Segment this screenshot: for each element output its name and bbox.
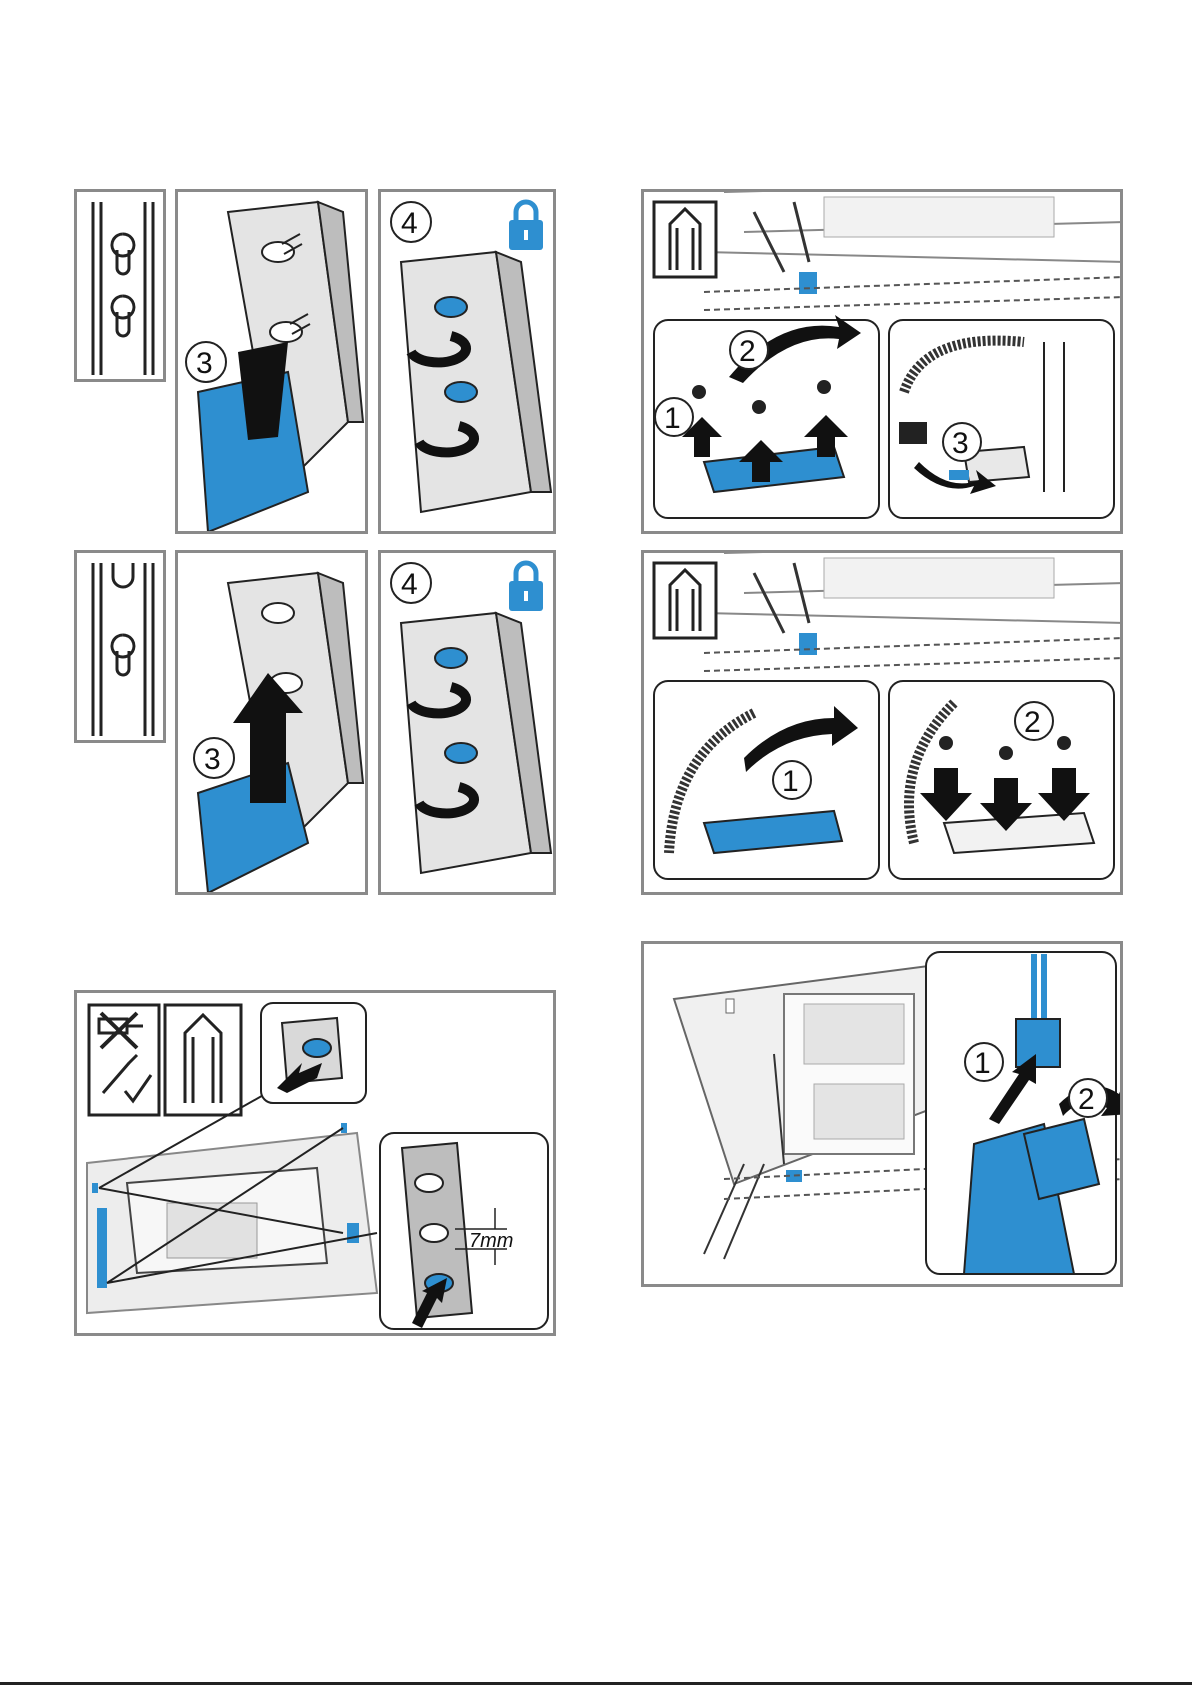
step-4-badge: 4	[401, 568, 418, 601]
bracket-slide-down-illustration: 3	[178, 192, 368, 534]
keyhole-rail-icon-panel	[74, 189, 166, 382]
lock-icon	[509, 563, 543, 611]
slot-rail-icon	[77, 553, 166, 743]
attach-cover-illustration: 1 2	[644, 553, 1123, 895]
bracket-lock-illustration: 4	[381, 553, 556, 895]
step-4-badge: 4	[401, 207, 418, 240]
attach-cover-panel: 1 2	[641, 550, 1123, 895]
step-3-badge: 3	[204, 743, 221, 776]
step-1-badge: 1	[664, 402, 681, 435]
slot-rail-icon-panel	[74, 550, 166, 743]
remove-cover-illustration: 1 2 3	[644, 192, 1123, 534]
bracket-slide-up-panel: 3	[175, 550, 368, 895]
mounting-screws-illustration: 7mm	[77, 993, 556, 1336]
bracket-lock-panel: 4	[378, 189, 556, 534]
mounting-screws-panel: 7mm	[74, 990, 556, 1336]
measurement-label: 7mm	[469, 1230, 513, 1252]
lock-icon	[509, 202, 543, 250]
step-2-badge: 2	[1078, 1083, 1095, 1116]
connect-cable-illustration: 1 2	[644, 944, 1123, 1287]
remove-cover-panel: 1 2 3	[641, 189, 1123, 534]
step-2-badge: 2	[739, 335, 756, 368]
bracket-lock-panel-2: 4	[378, 550, 556, 895]
keyhole-rail-icon	[77, 192, 166, 382]
bracket-slide-down-panel: 3	[175, 189, 368, 534]
step-1-badge: 1	[782, 765, 799, 798]
connect-cable-panel: 1 2	[641, 941, 1123, 1287]
step-3-badge: 3	[196, 347, 213, 380]
step-2-badge: 2	[1024, 706, 1041, 739]
step-1-badge: 1	[974, 1047, 991, 1080]
bracket-lock-illustration: 4	[381, 192, 556, 534]
bracket-slide-up-illustration: 3	[178, 553, 368, 895]
step-3-badge: 3	[952, 427, 969, 460]
